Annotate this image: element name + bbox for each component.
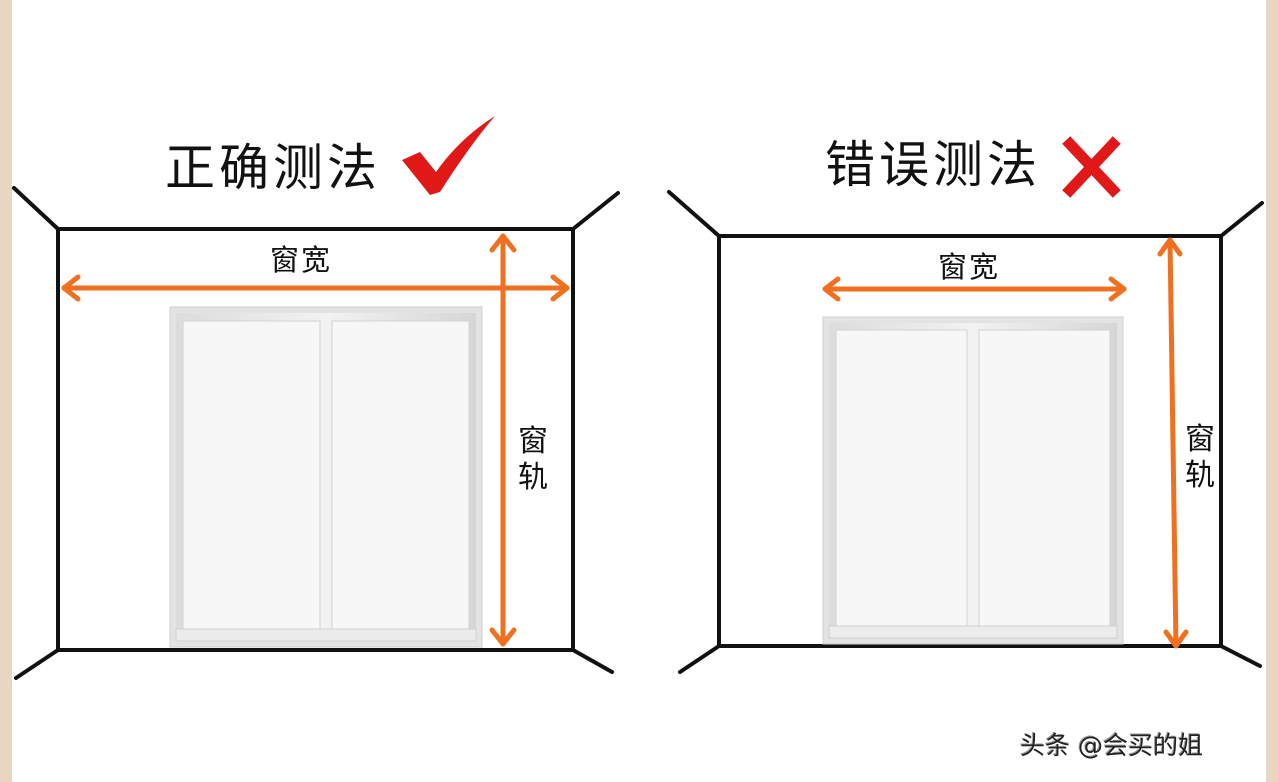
back-wall: [56, 227, 575, 652]
back-wall: [717, 234, 1223, 648]
wrong-method-title: 错误测法: [825, 136, 1041, 194]
left-border-strip: [0, 0, 12, 782]
cross-mark-icon: [1062, 136, 1121, 198]
floor-edge-left: [678, 644, 721, 674]
ceiling-edge-left: [12, 186, 60, 231]
wrong-height-arrow: [1157, 237, 1189, 649]
watermark: 头条 @会买的姐: [1020, 731, 1203, 760]
window-pane-right: [978, 329, 1111, 627]
ceiling-edge-right: [1219, 201, 1264, 238]
window-pane-left: [182, 320, 321, 630]
ceiling-edge-left: [667, 190, 721, 238]
wrong-panel-window: [822, 316, 1124, 645]
ceiling-edge-right: [571, 191, 620, 231]
wrong-width-label: 窗宽: [938, 250, 1001, 284]
floor-edge-right: [571, 648, 614, 674]
floor-edge-left: [14, 648, 60, 680]
window-pane-left: [835, 329, 968, 627]
right-border-strip: [1266, 0, 1278, 782]
correct-width-label: 窗宽: [270, 243, 333, 277]
correct-method-title: 正确测法: [165, 139, 381, 197]
wrong-panel-room: [667, 190, 1264, 674]
wrong-height-label: 窗轨: [1185, 422, 1215, 493]
window-pane-right: [331, 320, 470, 630]
correct-panel-window: [169, 306, 483, 648]
floor-edge-right: [1219, 644, 1262, 668]
wrong-width-arrow: [822, 276, 1127, 302]
correct-height-arrow: [489, 233, 517, 647]
correct-panel-room: [12, 186, 620, 680]
correct-height-label: 窗轨: [518, 424, 548, 495]
correct-width-arrow: [61, 274, 570, 302]
check-mark-icon: [402, 116, 495, 195]
